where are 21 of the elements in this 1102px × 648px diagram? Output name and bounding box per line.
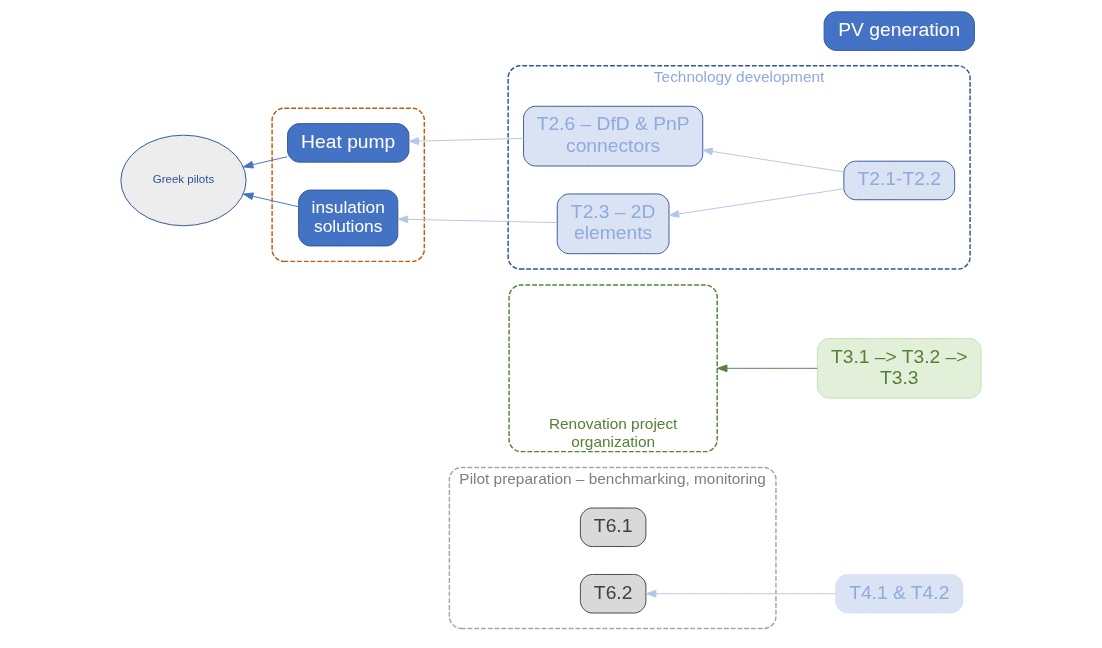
node-box: PV generation <box>823 11 975 51</box>
node-box: T2.6 – DfD & PnP connectors <box>523 105 704 167</box>
node-box: T4.1 & T4.2 <box>835 574 964 614</box>
node-box: T3.1 –> T3.2 –> T3.3 <box>816 337 982 399</box>
arrow <box>408 137 524 145</box>
arrow <box>397 215 558 224</box>
arrow <box>242 192 299 208</box>
node-ellipse: Greek pilots <box>120 134 247 227</box>
arrow <box>716 364 818 373</box>
arrow <box>645 589 837 598</box>
node-box: Heat pump <box>287 123 410 163</box>
node-box: insulation solutions <box>298 189 399 247</box>
arrow <box>702 147 845 173</box>
node-box: T6.1 <box>579 507 647 547</box>
cluster <box>271 107 426 263</box>
node-box: T2.1-T2.2 <box>843 160 956 201</box>
node-box: Renovation project organization <box>508 284 718 453</box>
node-box: T2.3 – 2D elements <box>556 193 670 255</box>
arrow <box>668 188 845 218</box>
arrow <box>242 156 288 169</box>
node-box: T6.2 <box>579 574 647 614</box>
